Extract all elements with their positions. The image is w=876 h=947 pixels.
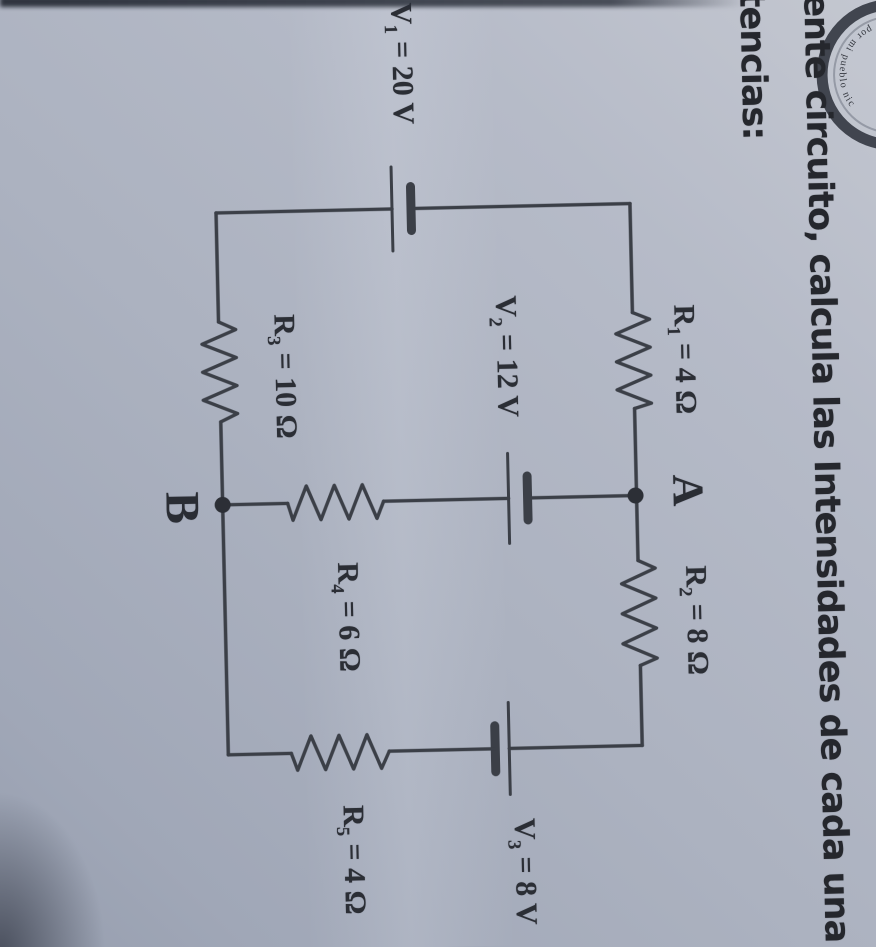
battery-v3-positive-plate bbox=[506, 700, 512, 796]
wire-top-mid bbox=[632, 406, 640, 563]
school-seal: por mi pueblo nic bbox=[805, 0, 876, 162]
resistor-r5 bbox=[289, 732, 391, 772]
wire-mid-lower bbox=[220, 501, 290, 507]
wire-right-mid bbox=[387, 747, 497, 753]
wire-bottom-left bbox=[214, 211, 221, 324]
label-r4: R4 = 6 Ω bbox=[326, 561, 367, 673]
resistor-r3 bbox=[200, 320, 240, 424]
wire-right-lower bbox=[226, 751, 294, 757]
wire-mid-between bbox=[381, 496, 511, 503]
wire-left-lower bbox=[214, 207, 394, 215]
label-r5: R5 = 4 Ω bbox=[331, 804, 372, 915]
wire-top-left bbox=[628, 201, 635, 315]
seal-graphic: por mi pueblo nic bbox=[816, 0, 876, 151]
wire-left-upper bbox=[409, 201, 632, 211]
resistor-r4 bbox=[285, 483, 386, 523]
battery-v2-negative-plate bbox=[522, 471, 533, 525]
wire-right-upper bbox=[507, 743, 644, 751]
label-r1: R1 = 4 Ω bbox=[662, 304, 703, 415]
label-node-b: B bbox=[155, 491, 210, 525]
label-v1: V1 = 20 V bbox=[379, 2, 421, 125]
seal-inner-ring bbox=[833, 15, 876, 134]
resistor-r1 bbox=[614, 310, 654, 411]
wire-top-right bbox=[638, 663, 644, 748]
node-b-dot bbox=[214, 496, 231, 513]
resistor-r2 bbox=[619, 558, 659, 668]
battery-v1-negative-plate bbox=[405, 182, 416, 236]
node-a-dot bbox=[627, 487, 644, 504]
wire-bottom-right bbox=[219, 420, 231, 757]
label-r3: R3 = 10 Ω bbox=[262, 313, 304, 440]
label-v2: V2 = 12 V bbox=[484, 295, 525, 418]
seal-outer-ring bbox=[816, 0, 876, 151]
label-v3: V3 = 8 V bbox=[503, 817, 544, 926]
page-edge-shadow bbox=[0, 0, 746, 7]
label-r2: R2 = 8 Ω bbox=[674, 565, 715, 676]
wire-mid-upper bbox=[525, 493, 638, 500]
